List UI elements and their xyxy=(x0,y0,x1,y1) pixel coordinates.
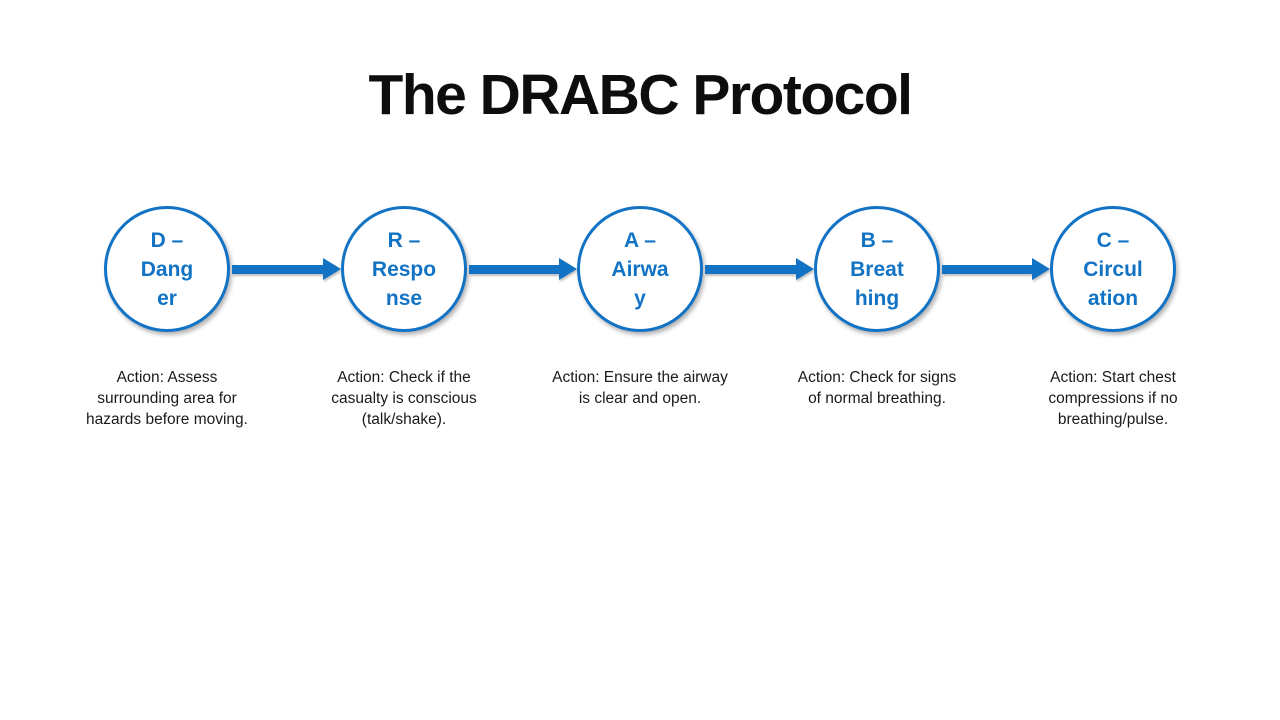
step-label-airway: A – Airwa y xyxy=(611,228,669,310)
arrow-shaft xyxy=(232,264,323,274)
step-circle-danger: D – Dang er xyxy=(104,206,230,332)
step-label-danger: D – Dang er xyxy=(140,228,194,310)
step-circle-circulation: C – Circul ation xyxy=(1050,206,1176,332)
step-circle-breathing: B – Breat hing xyxy=(814,206,940,332)
page-title: The DRABC Protocol xyxy=(368,63,914,127)
step-action-airway: Action: Ensure the airway is clear and o… xyxy=(552,369,728,407)
arrow-shaft xyxy=(469,264,559,274)
step-action-breathing: Action: Check for signs of normal breath… xyxy=(797,369,957,407)
arrow-head xyxy=(1032,258,1050,280)
step-label-response: R – Respo nse xyxy=(371,228,437,310)
step-circle-response: R – Respo nse xyxy=(341,206,467,332)
step-label-circulation: C – Circul ation xyxy=(1083,228,1143,310)
arrow-head xyxy=(796,258,814,280)
arrow-shaft xyxy=(942,264,1032,274)
step-action-response: Action: Check if the casualty is conscio… xyxy=(331,369,477,428)
arrow-head xyxy=(559,258,577,280)
step-action-danger: Action: Assess surrounding area for haza… xyxy=(86,369,248,428)
step-label-breathing: B – Breat hing xyxy=(850,228,904,310)
arrow-shaft xyxy=(705,264,796,274)
step-circle-airway: A – Airwa y xyxy=(577,206,703,332)
step-action-circulation: Action: Start chest compressions if no b… xyxy=(1048,369,1178,428)
arrow-head xyxy=(323,258,341,280)
